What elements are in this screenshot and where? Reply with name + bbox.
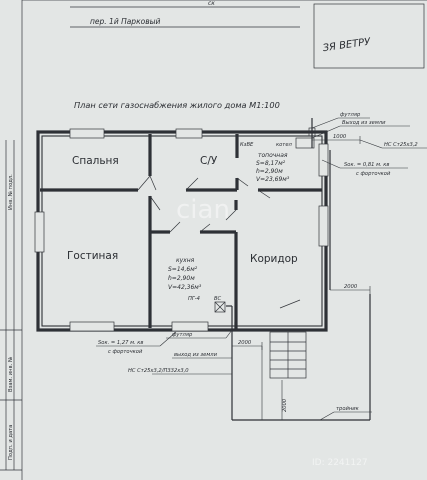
- dim-top: 1000: [333, 134, 347, 140]
- vent-top-label: Sок. = 0,81 м. кв: [344, 162, 390, 168]
- furnace-volume: V=23,69м³: [256, 176, 290, 183]
- doors: [137, 175, 301, 309]
- room-living: Гостиная: [67, 250, 118, 262]
- vbl-label: ВС: [214, 296, 222, 302]
- boiler-label: котел: [276, 142, 293, 148]
- stamp-replace-inv: Взам. инв. №: [8, 356, 14, 392]
- dim-vertical: 2000: [282, 398, 288, 412]
- entrance-stairs: [269, 331, 307, 379]
- case-top-label: футляр: [340, 112, 361, 118]
- outlet-bottom-label: выход из земли: [174, 352, 218, 358]
- street-name: пер. 1й Парковый: [90, 17, 161, 26]
- vent-bottom-label: Sок. = 1,27 м. кв: [98, 340, 144, 346]
- gas-line-top: футляр Выход из земли 1000 НС Ст25х3,2 S…: [308, 112, 427, 177]
- room-bedroom: Спальня: [72, 155, 119, 167]
- case-bottom-label: футляр: [172, 332, 193, 338]
- kitchen-volume: V=42,36м³: [168, 284, 202, 291]
- furnace-name: топочная: [258, 152, 288, 159]
- street-partial: ск: [208, 0, 215, 7]
- room-corridor: Коридор: [250, 253, 298, 265]
- ns-bottom-label: НС Ст25х3,2/П332х3,0: [128, 368, 189, 374]
- stamp-sign-date: Подп. и дата: [8, 425, 14, 460]
- signature-box: [313, 3, 425, 69]
- watermark: cian: [176, 195, 230, 225]
- kitchen-height: h=2,90м: [168, 275, 195, 282]
- dim-right: 2000: [344, 284, 358, 290]
- stamp-inv-orig: Инв. № подл.: [8, 174, 14, 210]
- kitchen-info: кухня S=14,6м² h=2,90м V=42,36м³: [168, 257, 202, 291]
- vent-top-sub: с форточкой: [356, 171, 391, 177]
- gas-line-right: 2000: [329, 150, 371, 420]
- pg4-label: ПГ-4: [188, 296, 200, 302]
- furnace-info: топочная S=8,17м² h=2,90м V=23,69м³: [256, 152, 290, 183]
- watermark-id: ID: 2241127: [312, 458, 368, 468]
- gas-line-bottom: ВС ПГ-4 2000 2000 тройник Sок. = 1,27 м.…: [96, 296, 372, 421]
- vent-bottom-sub: с форточкой: [108, 349, 143, 355]
- boiler-equipment: котел КзВЕ: [240, 137, 315, 149]
- kve-label: КзВЕ: [240, 142, 254, 148]
- furnace-area: S=8,17м²: [256, 160, 286, 167]
- header-block: ск пер. 1й Парковый ЗЯ ВЕТРУ: [70, 0, 425, 69]
- tee-label: тройник: [336, 406, 360, 412]
- stamp-column: Подп. и дата Взам. инв. № Инв. № подл.: [0, 140, 22, 471]
- furnace-height: h=2,90м: [256, 168, 283, 175]
- kitchen-area: S=14,6м²: [168, 266, 198, 273]
- plan-title: План сети газоснабжения жилого дома М1:1…: [74, 100, 280, 110]
- windows: [34, 128, 329, 332]
- room-bathroom: С/У: [200, 155, 218, 167]
- dim-bottom: 2000: [238, 340, 252, 346]
- signature: ЗЯ ВЕТРУ: [322, 37, 372, 55]
- ns-top-label: НС Ст25х3,2: [384, 142, 418, 148]
- outlet-top-label: Выход из земли: [342, 120, 386, 126]
- kitchen-name: кухня: [176, 257, 195, 264]
